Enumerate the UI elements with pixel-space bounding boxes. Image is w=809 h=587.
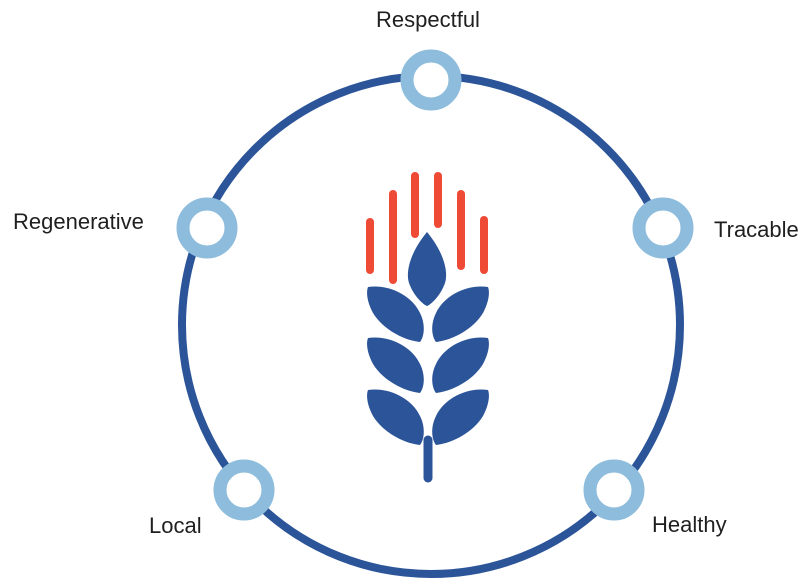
wheat-icon (366, 172, 489, 483)
node-marker-right (632, 197, 694, 259)
node-marker-left (176, 197, 238, 259)
wheat-grains (367, 232, 489, 445)
node-marker-bottom-left (213, 459, 275, 521)
label-regenerative: Regenerative (13, 209, 144, 234)
label-respectful: Respectful (376, 7, 480, 32)
node-marker-bottom-right (583, 459, 645, 521)
label-tracable: Tracable (714, 217, 799, 242)
node-marker-top (400, 49, 462, 111)
node-markers (176, 49, 694, 521)
label-local: Local (149, 513, 202, 538)
wheat-awns (366, 172, 488, 284)
label-healthy: Healthy (652, 512, 727, 537)
